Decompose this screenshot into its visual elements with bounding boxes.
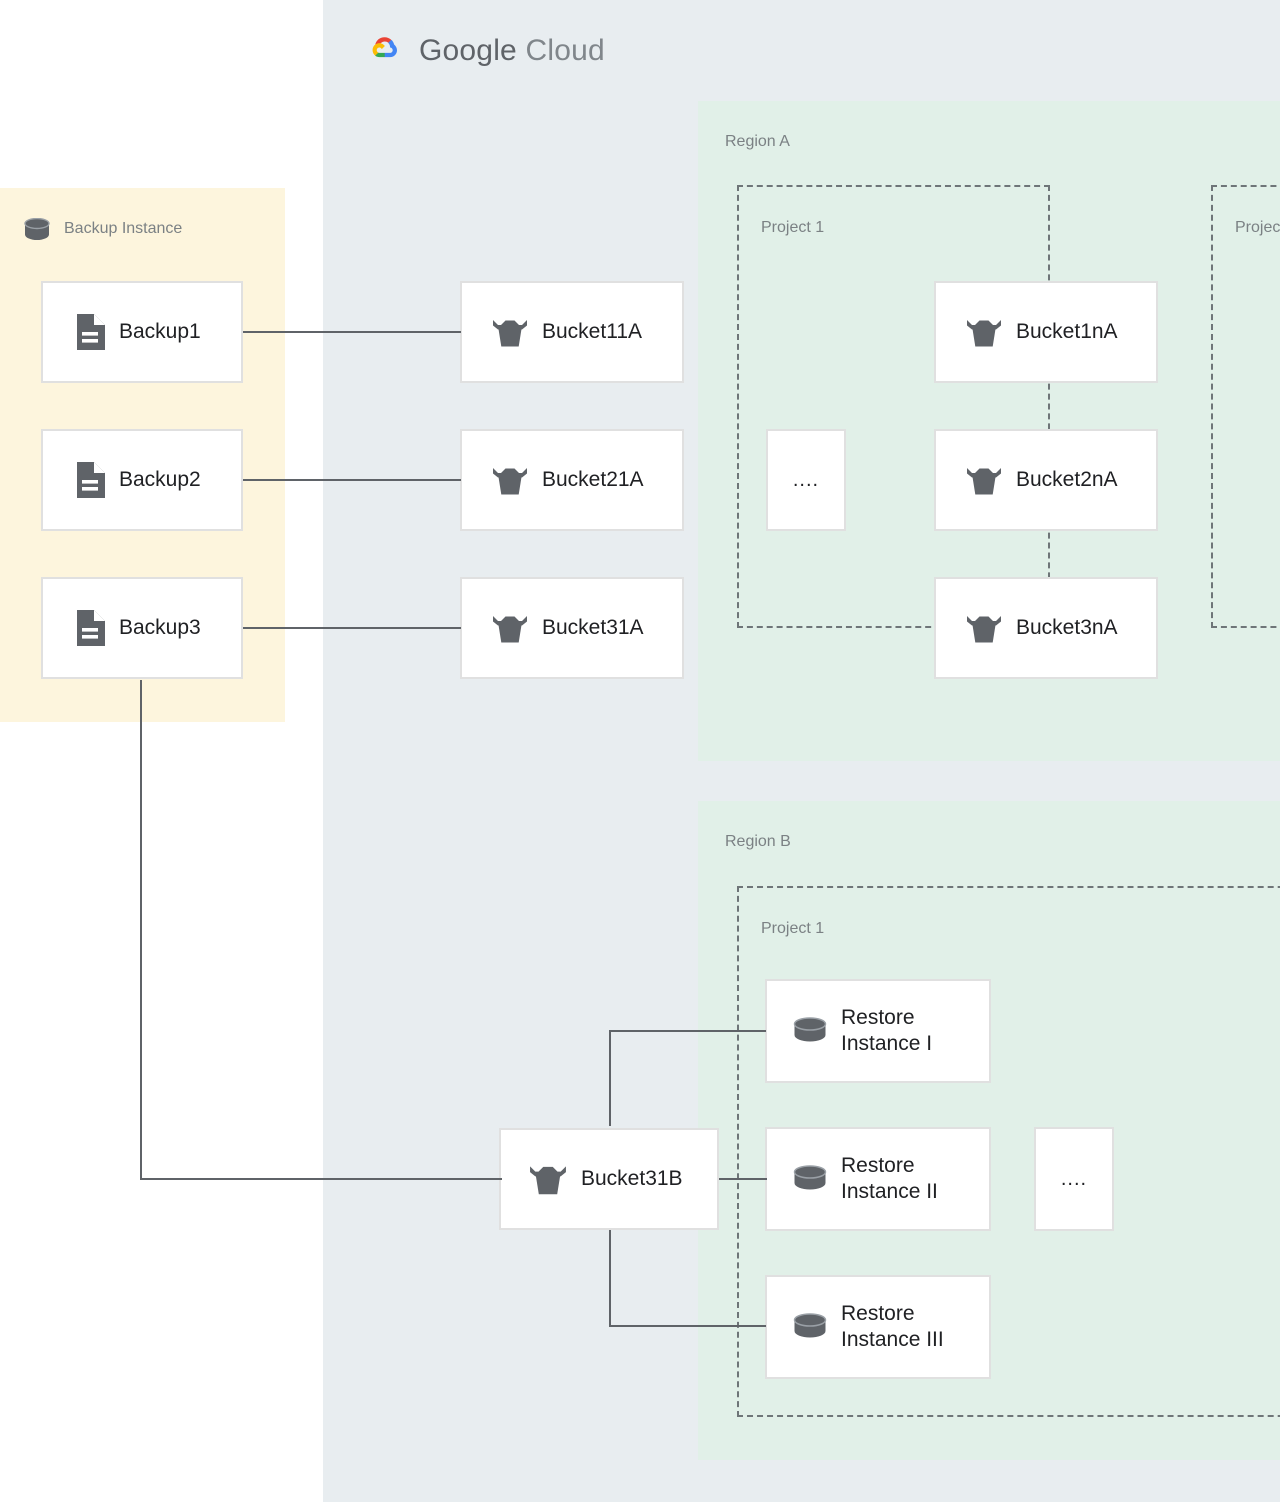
database-cylinder-icon	[793, 1017, 827, 1045]
connector-backup3-to-bucket31a	[243, 627, 461, 629]
storage-bucket-icon	[966, 464, 1002, 496]
connector-backup3-to-bucket31b-vertical	[140, 680, 142, 1180]
backup-card-backup3[interactable]: Backup3	[41, 577, 243, 679]
restore-instance-card-iii[interactable]: Restore Instance III	[765, 1275, 991, 1379]
brand-google: Google	[419, 34, 517, 67]
region-a-project-n-box: Project n	[1211, 185, 1280, 628]
google-cloud-branding: Google Cloud	[361, 28, 605, 74]
storage-bucket-icon	[529, 1162, 567, 1196]
bucket-card-bucket21a[interactable]: Bucket21A	[460, 429, 684, 531]
storage-bucket-icon	[492, 612, 528, 644]
bucket-card-label: Bucket31A	[542, 616, 644, 640]
region-a-ellipsis-label: ....	[792, 469, 820, 491]
connector-bucket31b-to-restore2	[719, 1178, 767, 1180]
region-a-ellipsis-card: ....	[766, 429, 846, 531]
restore-instance-card-i[interactable]: Restore Instance I	[765, 979, 991, 1083]
backup-card-label: Backup1	[119, 320, 201, 344]
backup-card-label: Backup2	[119, 468, 201, 492]
bucket-card-bucket31b[interactable]: Bucket31B	[499, 1128, 719, 1230]
connector-bucket31b-to-restore3-vertical	[609, 1230, 611, 1326]
region-b-project-1-box: Project 1	[737, 886, 1280, 1417]
region-b-ellipsis-label: ....	[1060, 1168, 1088, 1190]
region-b-project-1-label: Project 1	[761, 920, 825, 937]
bucket-card-bucket2na[interactable]: Bucket2nA	[934, 429, 1158, 531]
backup-card-backup1[interactable]: Backup1	[41, 281, 243, 383]
bucket-card-label: Bucket31B	[581, 1167, 683, 1191]
database-cylinder-icon	[24, 218, 50, 240]
google-cloud-wordmark: Google Cloud	[419, 34, 605, 68]
region-b-ellipsis-card: ....	[1034, 1127, 1114, 1231]
bucket-card-bucket3na[interactable]: Bucket3nA	[934, 577, 1158, 679]
region-b-label: Region B	[725, 833, 791, 850]
bucket-card-label: Bucket2nA	[1016, 468, 1118, 492]
region-a-label: Region A	[725, 133, 790, 150]
region-a-project-1-box: Project 1	[737, 185, 1050, 628]
bucket-card-label: Bucket21A	[542, 468, 644, 492]
region-a-project-n-label: Project n	[1235, 219, 1280, 236]
restore-instance-label: Restore Instance I	[841, 1006, 933, 1055]
google-cloud-logo-icon	[361, 28, 407, 74]
storage-bucket-icon	[492, 464, 528, 496]
connector-backup2-to-bucket21a	[243, 479, 461, 481]
region-a-project-1-label: Project 1	[761, 219, 825, 236]
backup-card-label: Backup3	[119, 616, 201, 640]
brand-cloud: Cloud	[525, 34, 605, 67]
backup-card-backup2[interactable]: Backup2	[41, 429, 243, 531]
backup-instance-header: Backup Instance	[24, 218, 182, 240]
connector-backup1-to-bucket11a	[243, 331, 461, 333]
database-cylinder-icon	[793, 1165, 827, 1193]
bucket-card-bucket1na[interactable]: Bucket1nA	[934, 281, 1158, 383]
restore-instance-label: Restore Instance II	[841, 1154, 938, 1203]
connector-bucket31b-to-restore3-horizontal	[609, 1325, 766, 1327]
connector-bucket31b-to-restore1-horizontal	[609, 1030, 766, 1032]
restore-instance-label: Restore Instance III	[841, 1302, 944, 1351]
document-icon	[75, 610, 105, 646]
restore-instance-card-ii[interactable]: Restore Instance II	[765, 1127, 991, 1231]
storage-bucket-icon	[966, 612, 1002, 644]
document-icon	[75, 462, 105, 498]
bucket-card-bucket31a[interactable]: Bucket31A	[460, 577, 684, 679]
connector-bucket31b-to-restore1-vertical	[609, 1030, 611, 1126]
storage-bucket-icon	[966, 316, 1002, 348]
storage-bucket-icon	[492, 316, 528, 348]
bucket-card-label: Bucket3nA	[1016, 616, 1118, 640]
database-cylinder-icon	[793, 1313, 827, 1341]
bucket-card-label: Bucket11A	[542, 320, 643, 344]
bucket-card-label: Bucket1nA	[1016, 320, 1118, 344]
document-icon	[75, 314, 105, 350]
connector-backup3-to-bucket31b-horizontal	[140, 1178, 502, 1180]
backup-instance-label: Backup Instance	[64, 220, 183, 237]
bucket-card-bucket11a[interactable]: Bucket11A	[460, 281, 684, 383]
